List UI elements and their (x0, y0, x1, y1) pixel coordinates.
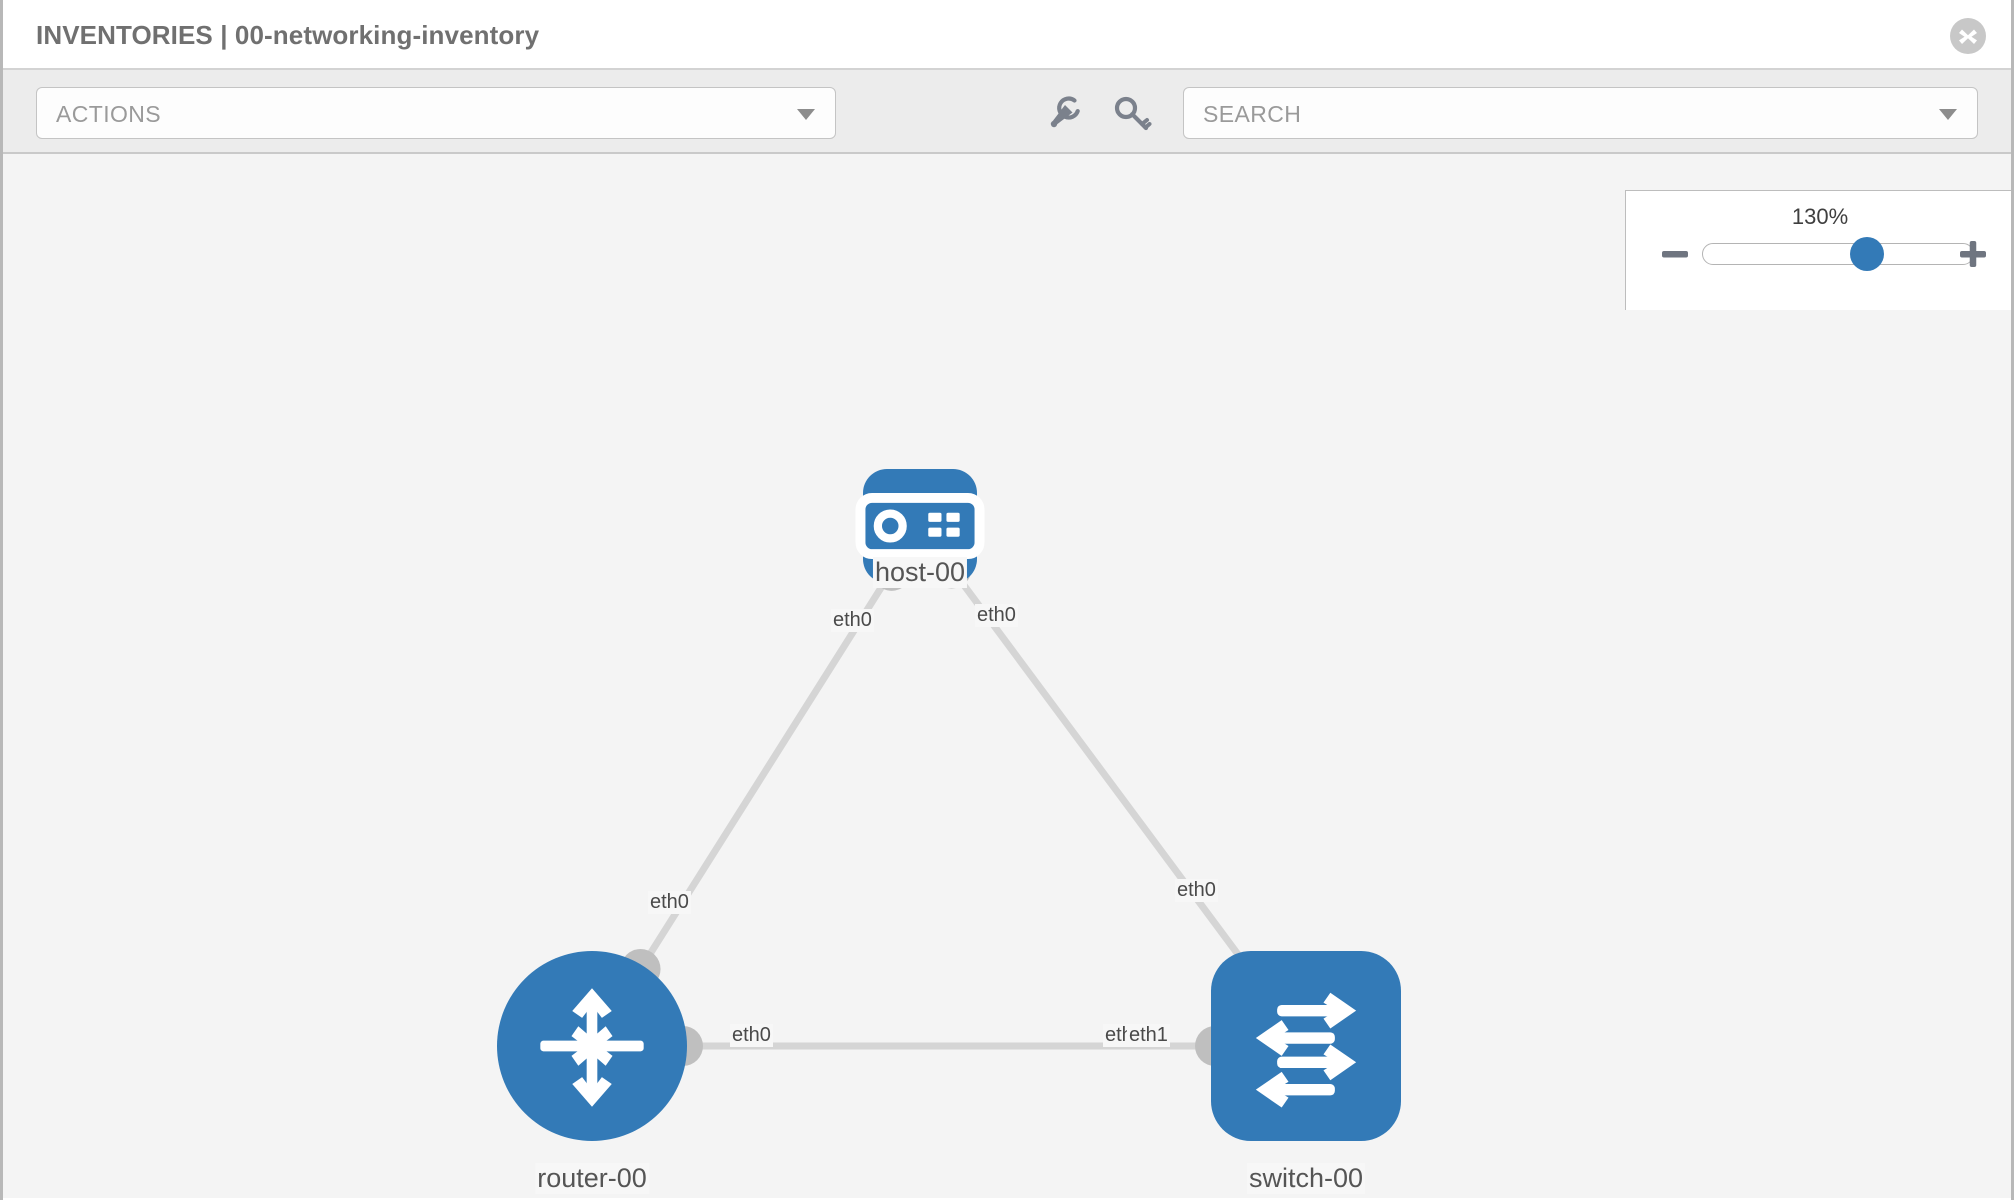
topology-nodes[interactable] (497, 469, 1401, 1141)
topology-node-router-00[interactable] (497, 951, 687, 1141)
close-icon[interactable] (1950, 18, 1986, 54)
zoom-out-button[interactable] (1660, 239, 1690, 269)
actions-dropdown-label: ACTIONS (56, 101, 162, 127)
topology-node-host-00[interactable] (860, 469, 979, 583)
toolbar: ACTIONS SEARCH (3, 70, 2011, 154)
window-header: INVENTORIES | 00-networking-inventory (3, 0, 2011, 70)
topology-links (588, 522, 1310, 1050)
zoom-percent-label: 130% (1791, 204, 1849, 229)
actions-dropdown[interactable]: ACTIONS (36, 87, 836, 139)
search-placeholder: SEARCH (1203, 101, 1302, 127)
search-input[interactable]: SEARCH (1183, 87, 1978, 139)
chevron-down-icon[interactable] (1939, 109, 1957, 120)
chevron-down-icon (797, 109, 815, 120)
zoom-in-button[interactable] (1958, 239, 1988, 269)
wrench-icon[interactable] (1043, 93, 1085, 135)
key-icon[interactable] (1111, 93, 1153, 135)
topology-node-switch-00[interactable] (1211, 951, 1401, 1141)
topology-endpoints (620, 548, 1272, 1066)
page-title: INVENTORIES | 00-networking-inventory (36, 20, 540, 50)
topology-graph (497, 469, 1401, 1141)
zoom-slider-track[interactable] (1702, 243, 1974, 265)
zoom-control-panel: 130% (1625, 190, 2011, 310)
zoom-slider-thumb[interactable] (1849, 237, 1884, 271)
